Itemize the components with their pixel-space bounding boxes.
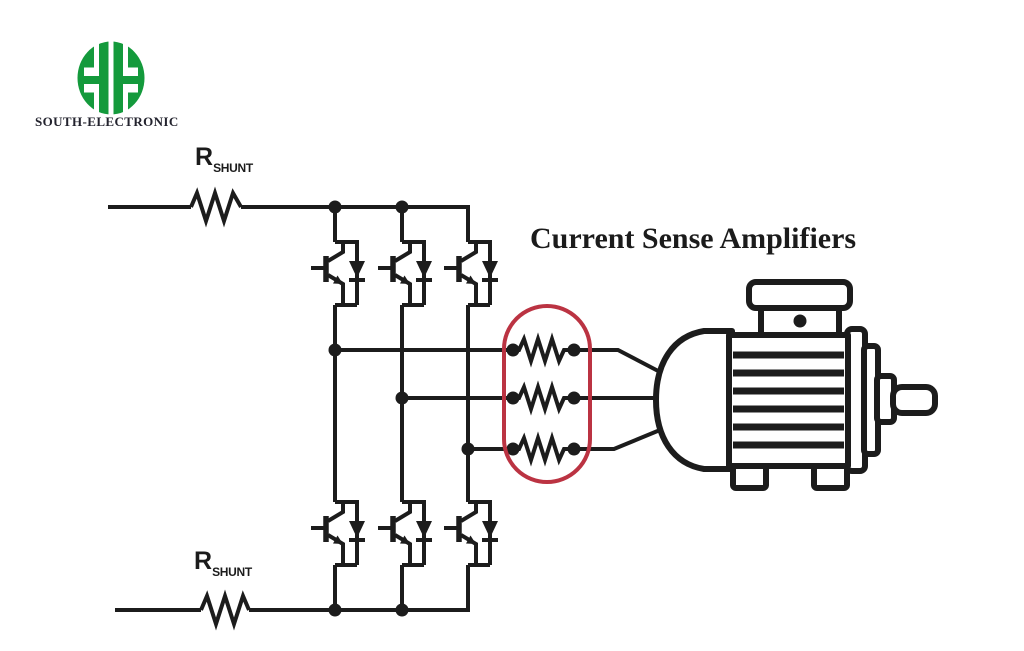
shunt-top-label-base: R <box>195 143 214 171</box>
shunt-resistor-top <box>189 186 243 228</box>
igbt-low-side-3 <box>444 502 498 565</box>
company-name: SOUTH-ELECTRONIC <box>35 114 179 129</box>
igbt-high-side-2 <box>378 242 432 305</box>
motor-icon <box>653 279 938 491</box>
motor-shaft <box>890 384 938 416</box>
junction-dots <box>328 200 581 617</box>
shunt-bottom-label-base: R <box>194 547 213 575</box>
motor-terminal-dot <box>793 314 807 328</box>
igbt-high-side-1 <box>311 242 365 305</box>
motor-body-ribs <box>733 351 844 449</box>
sense-resistor-c <box>511 436 576 462</box>
dc-bus-top-rail <box>241 205 470 242</box>
phase-c-wire <box>468 428 661 451</box>
shunt-resistor-top-label: RSHUNT <box>195 143 253 175</box>
circuit-lines <box>108 186 938 631</box>
sense-resistor-b <box>511 385 576 411</box>
motor-dome <box>653 328 735 472</box>
shunt-resistor-bottom <box>199 589 251 631</box>
igbt-low-side-2 <box>378 502 432 565</box>
diagram-title: Current Sense Amplifiers <box>530 222 857 255</box>
dc-bus-bottom-rail <box>249 565 470 612</box>
igbt-low-side-1 <box>311 502 365 565</box>
igbt-high-side-3 <box>444 242 498 305</box>
south-electronic-logo-icon <box>77 41 145 115</box>
shunt-resistor-bottom-label: RSHUNT <box>194 547 252 579</box>
sense-amplifier-highlight-oval <box>502 304 592 484</box>
shunt-top-label-subscript: SHUNT <box>213 161 253 175</box>
sense-resistor-a <box>511 337 576 363</box>
shunt-bottom-label-subscript: SHUNT <box>212 565 252 579</box>
motor-terminal-box-cap <box>746 279 853 311</box>
phase-a-wire <box>335 348 663 375</box>
